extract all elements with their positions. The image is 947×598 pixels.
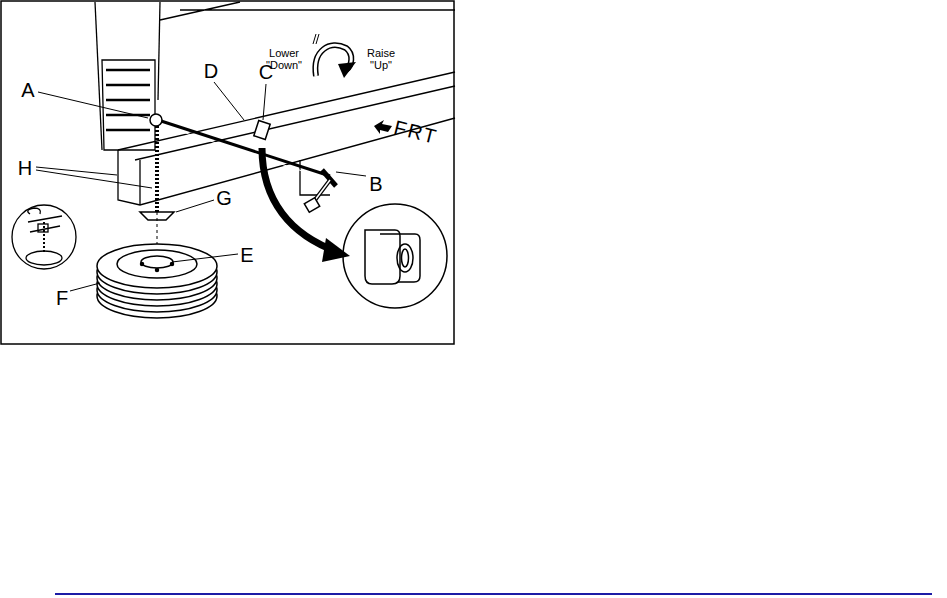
callout-letter: H bbox=[18, 158, 32, 178]
front-indicator: FRT bbox=[392, 117, 440, 147]
tick-marks bbox=[313, 34, 319, 44]
front-arrow bbox=[374, 120, 392, 134]
rotate-arrowhead bbox=[338, 62, 356, 78]
callout-letter: G bbox=[216, 188, 232, 208]
crank-shaft bbox=[150, 114, 336, 212]
page-rule bbox=[55, 593, 932, 595]
cable bbox=[155, 126, 159, 212]
spare-tire bbox=[97, 244, 217, 318]
inset-detail bbox=[12, 205, 76, 269]
direction-label: Lower "Down" bbox=[262, 48, 306, 71]
lock-inset bbox=[343, 204, 447, 308]
leader-lines bbox=[36, 82, 366, 291]
direction-label: Raise "Up" bbox=[359, 48, 403, 71]
callout-letter: E bbox=[240, 245, 253, 265]
callout-letter: B bbox=[369, 174, 382, 194]
detail-arrow bbox=[262, 148, 338, 252]
truck-body bbox=[95, 2, 455, 205]
callout-letter: F bbox=[56, 288, 68, 308]
callout-letter: D bbox=[204, 61, 218, 81]
callout-letter: A bbox=[21, 80, 34, 100]
frame bbox=[1, 1, 454, 344]
detail-arrowhead bbox=[322, 238, 350, 262]
